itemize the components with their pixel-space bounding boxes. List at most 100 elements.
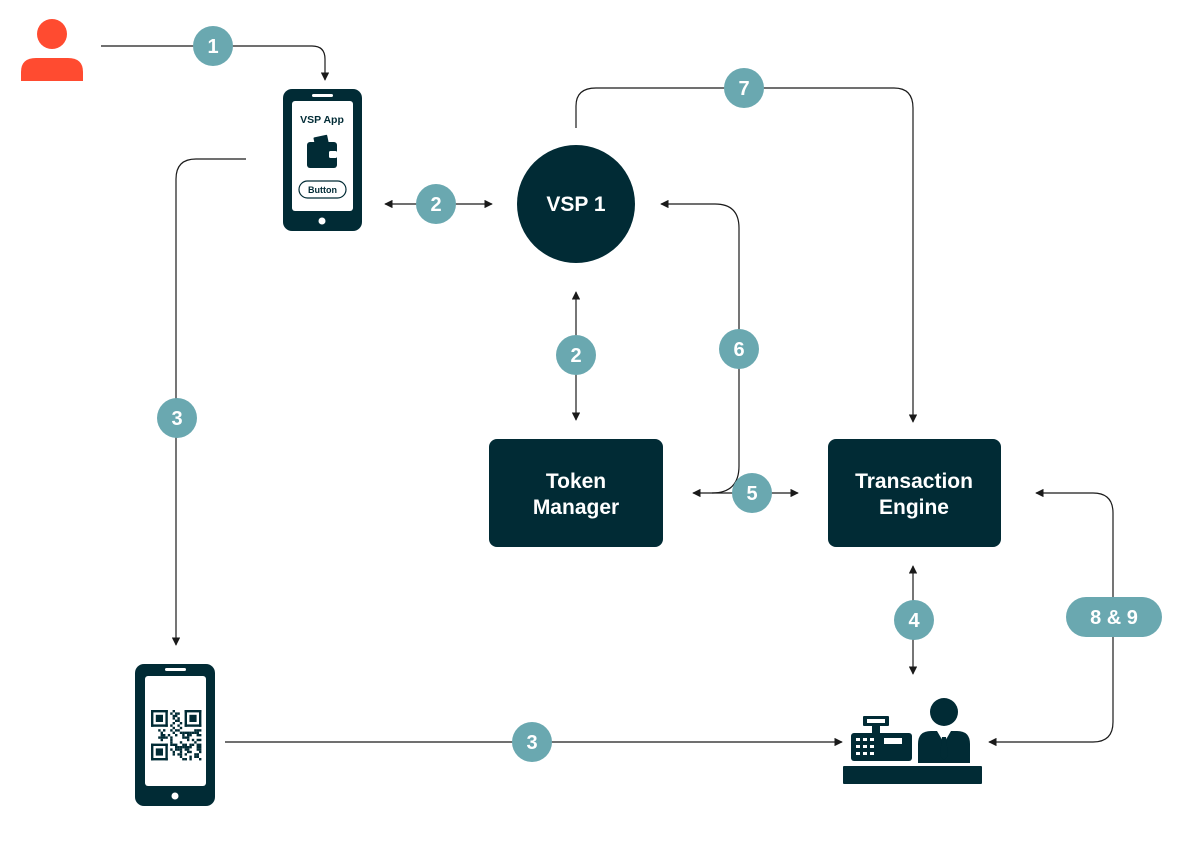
qr-module xyxy=(199,750,202,754)
qr-module xyxy=(172,726,175,730)
qr-module xyxy=(184,724,202,727)
merchant-counter xyxy=(843,766,982,784)
qr-module xyxy=(151,743,154,761)
token-manager-box xyxy=(489,439,663,547)
qr-module xyxy=(189,750,192,754)
cashier-tie xyxy=(940,737,948,760)
transaction-engine-box xyxy=(828,439,1001,547)
step-badge-3-horizontal: 3 xyxy=(512,722,552,762)
cashier-person-icon xyxy=(918,698,970,763)
qr-module xyxy=(179,726,183,730)
register-key xyxy=(863,738,867,741)
qr-module xyxy=(199,734,202,737)
register-body xyxy=(851,733,912,761)
step-badges: 1 2 2 3 3 4 5 6 xyxy=(157,26,1162,762)
vsp-app-button[interactable] xyxy=(298,180,347,199)
step-badge-4-circle xyxy=(894,600,934,640)
token-manager-label-line1: Token xyxy=(546,470,606,493)
register-neck xyxy=(872,726,880,733)
merchant xyxy=(843,698,982,784)
register-key xyxy=(856,752,860,755)
qr-module xyxy=(160,736,163,739)
qr-module xyxy=(196,743,199,746)
qr-module xyxy=(179,755,183,758)
register-key xyxy=(863,752,867,755)
qr-module xyxy=(172,743,175,746)
qr-module xyxy=(182,746,185,749)
step-badge-2b-circle xyxy=(556,335,596,375)
qr-module xyxy=(160,734,163,737)
qr-module xyxy=(189,734,192,737)
step-badge-4-label: 4 xyxy=(908,610,920,632)
register-keys xyxy=(856,738,874,755)
qr-module xyxy=(175,748,178,751)
qr-module xyxy=(194,729,197,732)
vsp-app-title: VSP App xyxy=(300,114,344,126)
qr-module xyxy=(184,743,187,746)
qr-module xyxy=(189,758,192,761)
qr-module xyxy=(177,748,180,751)
step-badge-6-circle xyxy=(719,329,759,369)
token-manager-label-line2: Manager xyxy=(533,496,619,519)
qr-module xyxy=(179,753,183,756)
qr-module xyxy=(184,753,187,756)
qr-module xyxy=(177,729,180,732)
transaction-engine-node: Transaction Engine xyxy=(828,439,1001,547)
phone-speaker xyxy=(312,94,333,97)
qr-module xyxy=(163,734,166,737)
step-badge-2a-circle xyxy=(416,184,456,224)
register-key xyxy=(856,738,860,741)
qr-module xyxy=(184,758,187,761)
qr-module xyxy=(196,746,199,749)
qr-module xyxy=(182,731,185,734)
qr-module xyxy=(184,748,187,751)
qr-module xyxy=(182,736,185,739)
qr-module xyxy=(160,731,163,734)
qr-module xyxy=(155,748,163,756)
token-manager-node: Token Manager xyxy=(489,439,663,547)
qr-module xyxy=(189,714,197,722)
transaction-engine-label-line2: Engine xyxy=(879,496,949,519)
qr-module xyxy=(155,714,163,722)
qr-phone xyxy=(135,664,215,806)
qr-phone-speaker xyxy=(165,668,186,671)
qr-module xyxy=(170,712,173,715)
transaction-engine-label-line1: Transaction xyxy=(855,470,973,493)
connector-app-to-qr-phone xyxy=(171,158,246,646)
qr-module xyxy=(170,724,173,727)
qr-module xyxy=(191,743,195,746)
qr-module xyxy=(165,710,168,727)
qr-module xyxy=(175,743,178,746)
qr-module xyxy=(170,743,173,746)
user-icon-head xyxy=(37,19,67,49)
qr-module xyxy=(199,748,202,751)
qr-module xyxy=(196,729,199,732)
register-display-window xyxy=(867,719,885,723)
qr-module xyxy=(199,743,202,746)
qr-module xyxy=(191,731,195,734)
register-screen xyxy=(884,738,902,744)
qr-module xyxy=(172,717,175,720)
qr-module xyxy=(151,710,168,713)
vsp-app-phone: VSP App Button xyxy=(283,89,362,231)
qr-module xyxy=(179,750,183,754)
qr-module xyxy=(187,750,190,754)
qr-module xyxy=(184,746,187,749)
qr-module xyxy=(182,758,185,761)
connector-vsp-to-engine xyxy=(575,87,918,423)
connector-token-manager-to-vsp xyxy=(660,199,740,494)
qr-module xyxy=(160,738,163,742)
qr-module xyxy=(170,729,173,732)
qr-module xyxy=(199,738,202,742)
qr-module xyxy=(170,736,173,739)
step-badge-6: 6 xyxy=(719,329,759,369)
vsp-node: VSP 1 xyxy=(517,145,635,263)
qr-module xyxy=(177,712,180,715)
step-badge-7-circle xyxy=(724,68,764,108)
qr-module xyxy=(151,710,154,727)
qr-module xyxy=(189,743,192,746)
register-key xyxy=(870,745,874,748)
qr-module xyxy=(172,750,175,754)
step-badge-5-label: 5 xyxy=(746,483,757,505)
